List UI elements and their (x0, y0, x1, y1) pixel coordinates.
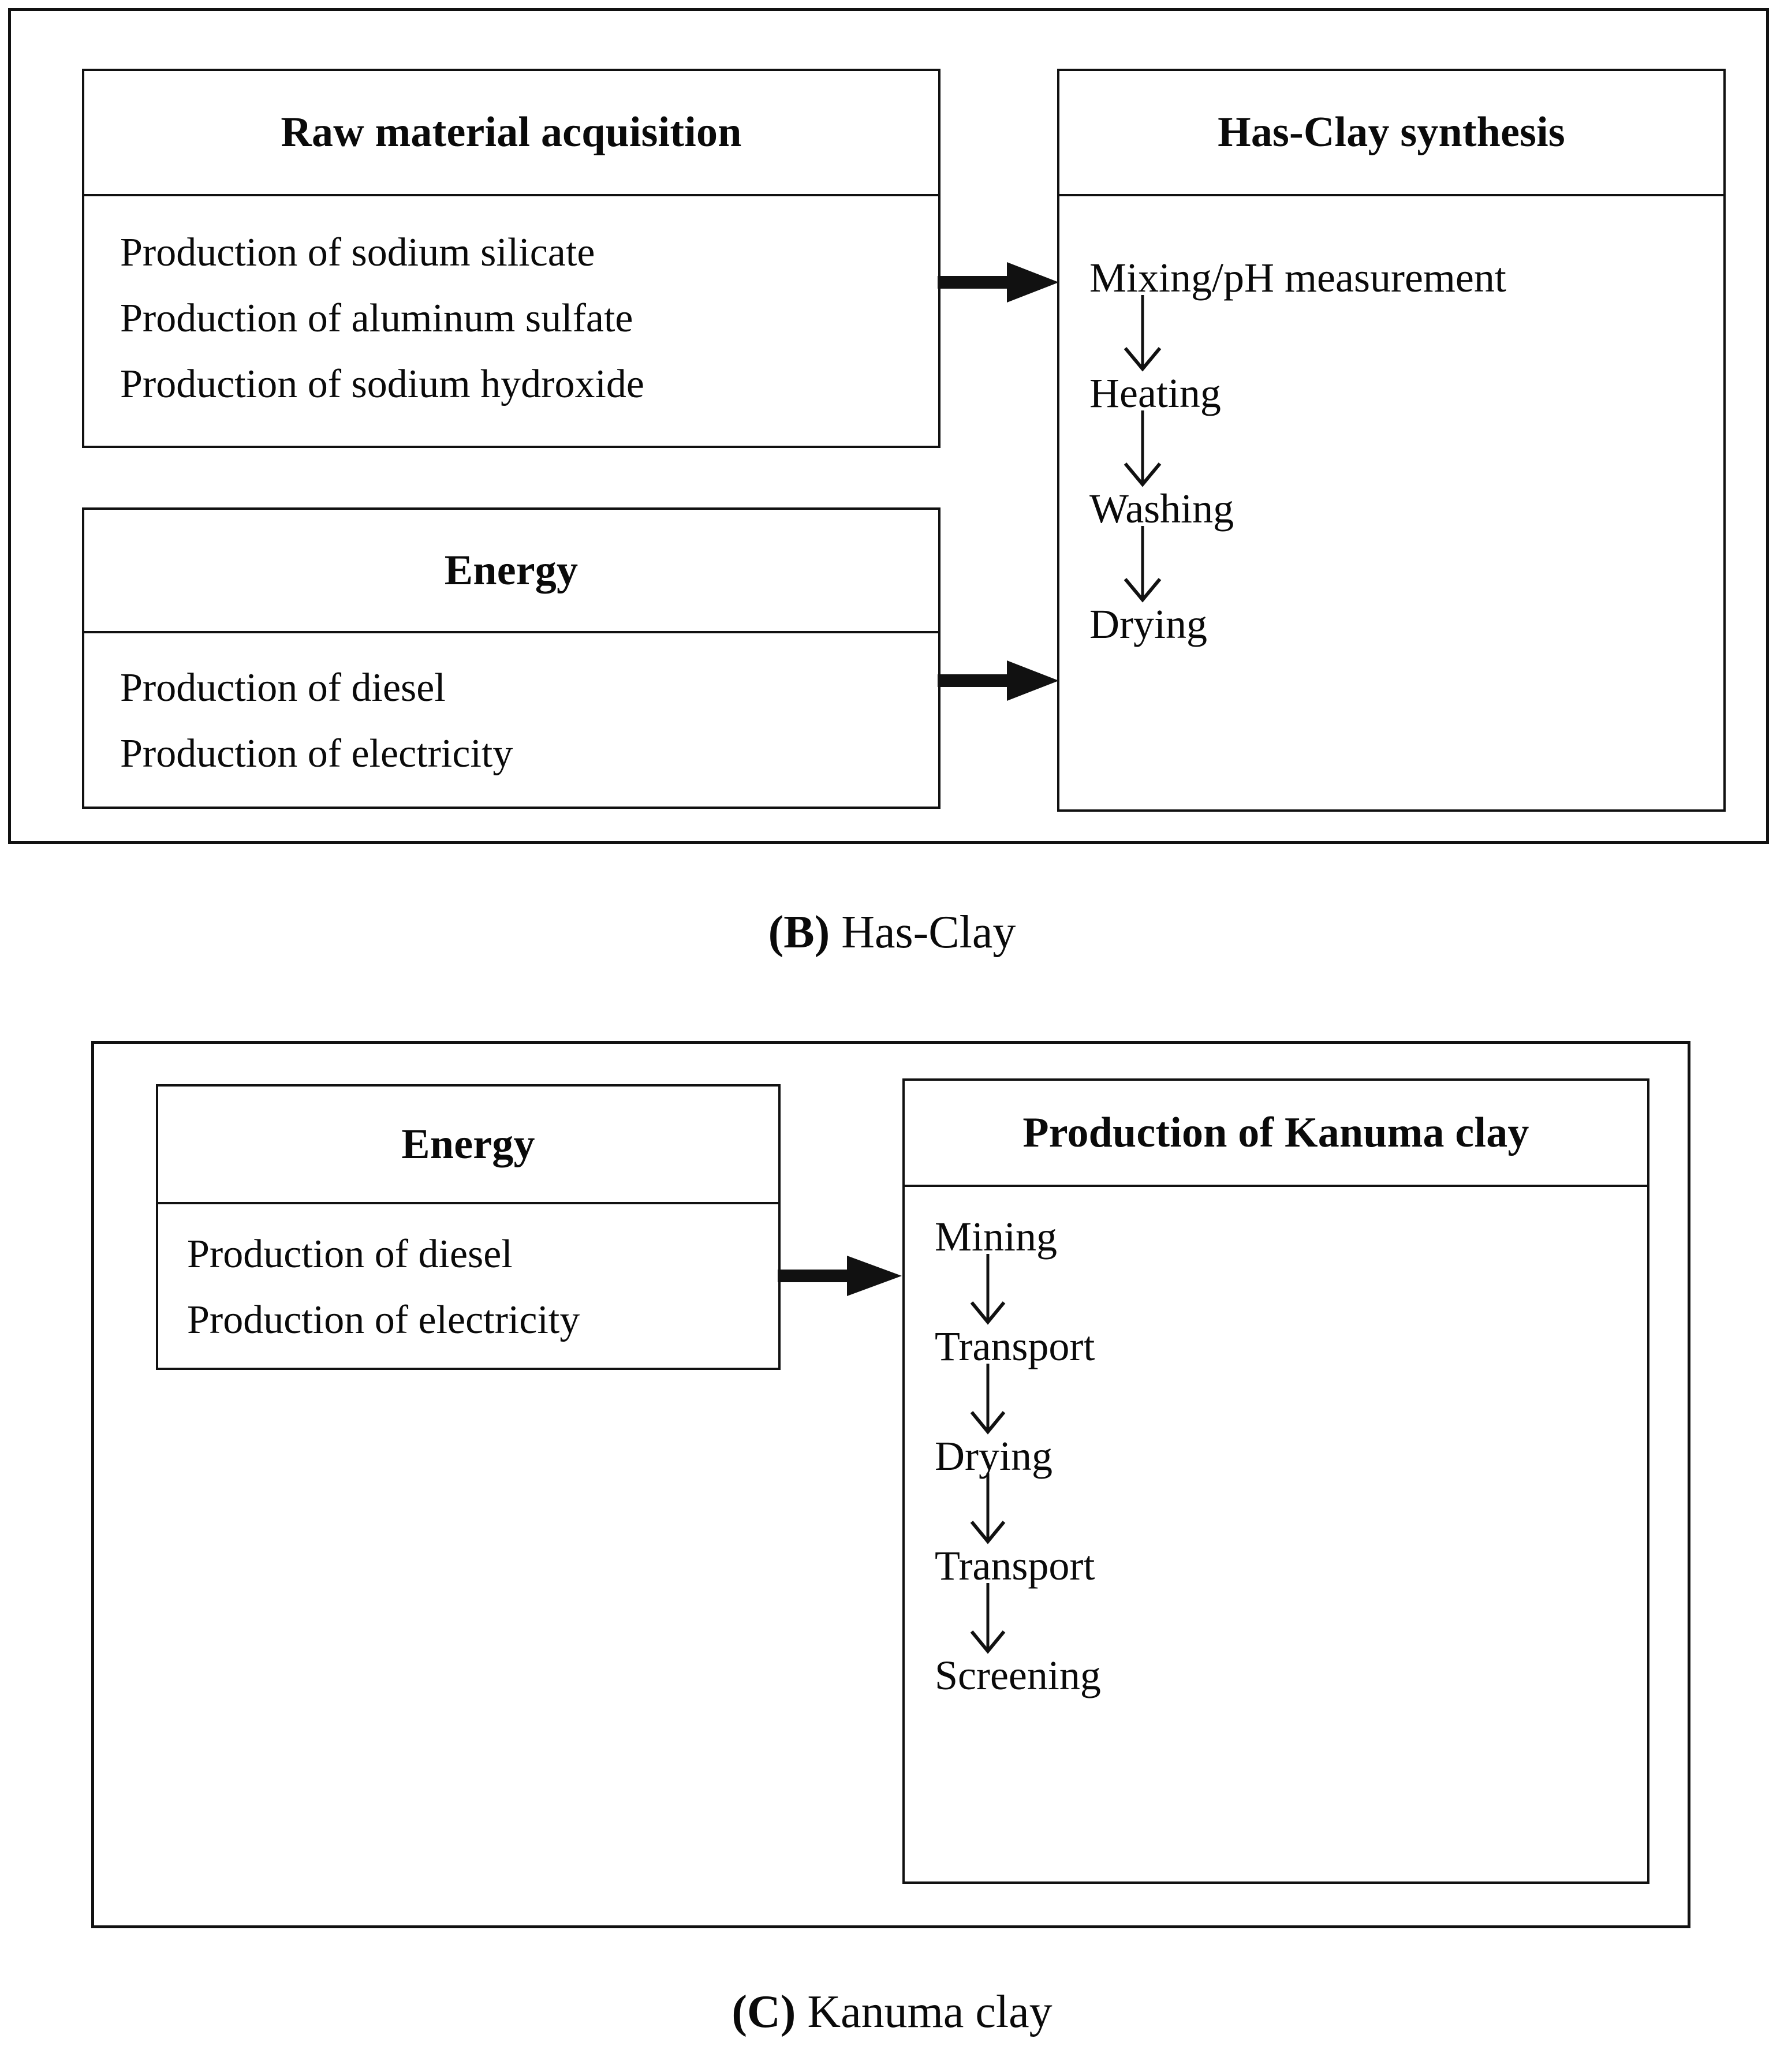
energy-body-panel-c: Production of diesel Production of elect… (158, 1204, 778, 1375)
has-clay-process-chain: Mixing/pH measurement Heating Washing (1089, 257, 1506, 645)
panel-c-caption-suffix: ) (780, 1987, 796, 2037)
raw-material-item-list: Production of sodium silicate Production… (120, 233, 644, 405)
raw-material-acquisition-body: Production of sodium silicate Production… (84, 196, 938, 450)
process-step: Drying (935, 1433, 1053, 1479)
down-arrow-icon (1089, 295, 1506, 372)
down-arrow-icon (935, 1473, 1101, 1545)
process-step: Heating (1089, 370, 1221, 416)
list-item: Production of electricity (187, 1298, 580, 1342)
process-step: Mixing/pH measurement (1089, 255, 1506, 301)
panel-b-caption-letter: B (783, 907, 815, 958)
list-item: Production of sodium hydroxide (120, 362, 644, 406)
panel-c-caption-letter: C (747, 1987, 781, 2037)
panel-b-caption-text: Has-Clay (841, 907, 1016, 958)
process-step: Transport (935, 1543, 1095, 1589)
right-arrow-icon-raw-to-synthesis (938, 239, 1059, 331)
down-arrow-icon (935, 1364, 1101, 1435)
energy-item-list-panel-b: Production of diesel Production of elect… (120, 668, 513, 774)
process-step: Mining (935, 1214, 1058, 1260)
energy-box-panel-c: Energy Production of diesel Production o… (156, 1084, 781, 1370)
right-arrow-icon-energy-to-synthesis (938, 637, 1059, 730)
panel-b-caption-prefix: ( (768, 907, 784, 958)
kanuma-clay-production-body: Mining Transport Drying (905, 1187, 1647, 1888)
energy-body-panel-b: Production of diesel Production of elect… (84, 633, 938, 813)
list-item: Production of electricity (120, 731, 513, 776)
kanuma-process-chain: Mining Transport Drying (935, 1216, 1101, 1696)
kanuma-clay-production-title: Production of Kanuma clay (905, 1081, 1647, 1187)
energy-box-panel-b: Energy Production of diesel Production o… (82, 507, 940, 809)
list-item: Production of diesel (187, 1232, 513, 1276)
panel-c-caption-label: (C) (731, 1987, 796, 2037)
panel-c-system-boundary: Energy Production of diesel Production o… (91, 1041, 1690, 1928)
has-clay-synthesis-body: Mixing/pH measurement Heating Washing (1059, 196, 1723, 816)
energy-item-list-panel-c: Production of diesel Production of elect… (187, 1234, 580, 1341)
down-arrow-icon (1089, 526, 1506, 603)
down-arrow-icon (935, 1583, 1101, 1655)
list-item: Production of diesel (120, 666, 446, 710)
down-arrow-icon (1089, 410, 1506, 488)
panel-c-caption-text: Kanuma clay (807, 1987, 1053, 2037)
energy-title-panel-b: Energy (84, 510, 938, 633)
has-clay-synthesis-title: Has-Clay synthesis (1059, 71, 1723, 196)
list-item: Production of aluminum sulfate (120, 296, 633, 341)
panel-b-system-boundary: Raw material acquisition Production of s… (8, 8, 1769, 844)
panel-b-caption: (B) Has-Clay (0, 906, 1784, 959)
down-arrow-icon (935, 1254, 1101, 1326)
raw-material-acquisition-title: Raw material acquisition (84, 71, 938, 196)
has-clay-synthesis-box: Has-Clay synthesis Mixing/pH measurement… (1057, 69, 1726, 812)
raw-material-acquisition-box: Raw material acquisition Production of s… (82, 69, 940, 448)
panel-b-caption-suffix: ) (814, 907, 830, 958)
list-item: Production of sodium silicate (120, 230, 595, 275)
panel-c-caption: (C) Kanuma clay (0, 1986, 1784, 2039)
panel-b-caption-label: (B) (768, 907, 830, 958)
energy-title-panel-c: Energy (158, 1087, 778, 1204)
panel-c-caption-prefix: ( (731, 1987, 747, 2037)
process-step: Washing (1089, 486, 1234, 532)
process-step: Screening (935, 1652, 1101, 1698)
process-step: Transport (935, 1323, 1095, 1369)
kanuma-clay-production-box: Production of Kanuma clay Mining Transpo… (902, 1078, 1649, 1884)
process-step: Drying (1089, 601, 1207, 647)
right-arrow-icon-energy-to-kanuma (778, 1233, 902, 1325)
